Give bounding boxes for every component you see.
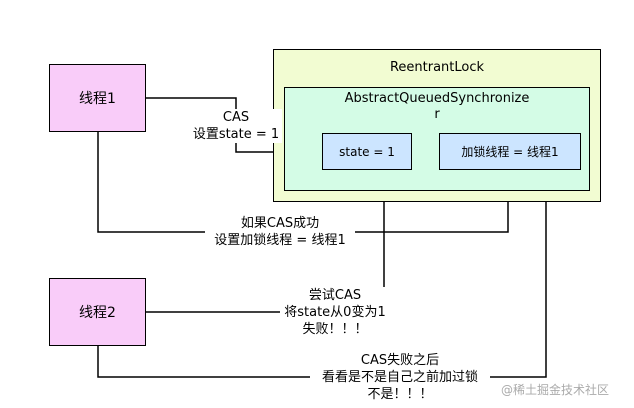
thread1-label: 线程1 xyxy=(79,91,116,107)
owner-thread-field: 加锁线程 = 线程1 xyxy=(439,133,581,170)
success-label-line2: 设置加锁线程 = 线程1 xyxy=(214,233,346,248)
cas-edge-label: CAS 设置state = 1 xyxy=(190,109,282,143)
watermark: @稀土掘金技术社区 xyxy=(501,383,610,397)
thread2-label: 线程2 xyxy=(79,305,116,321)
aqs-title-line1: AbstractQueuedSynchronize xyxy=(344,91,530,106)
thread1-node: 线程1 xyxy=(49,64,146,132)
success-edge-label: 如果CAS成功 设置加锁线程 = 线程1 xyxy=(205,215,355,249)
try-cas-edge-label: 尝试CAS 将state从0变为1 失败！！！ xyxy=(280,287,390,338)
success-label-line1: 如果CAS成功 xyxy=(240,216,320,231)
fail-check-edge-label: CAS失败之后 看看是不是自己之前加过锁 不是！！！ xyxy=(310,352,490,403)
reentrantlock-title: ReentrantLock xyxy=(389,60,485,75)
fail-label-line1: CAS失败之后 xyxy=(360,353,440,368)
state-field-label: state = 1 xyxy=(339,144,395,159)
try-cas-label-line1: 尝试CAS xyxy=(308,288,362,303)
state-field: state = 1 xyxy=(322,133,412,170)
thread2-node: 线程2 xyxy=(49,278,146,346)
fail-label-line2: 看看是不是自己之前加过锁 xyxy=(321,370,478,385)
cas-label-line2: 设置state = 1 xyxy=(192,127,280,142)
aqs-title-line2: r xyxy=(434,107,440,122)
owner-thread-field-label: 加锁线程 = 线程1 xyxy=(461,145,559,159)
try-cas-label-line2: 将state从0变为1 xyxy=(284,305,386,320)
try-cas-label-line3: 失败！！！ xyxy=(302,322,368,337)
fail-label-line3: 不是！！！ xyxy=(367,387,433,402)
cas-label-line1: CAS xyxy=(222,110,250,125)
